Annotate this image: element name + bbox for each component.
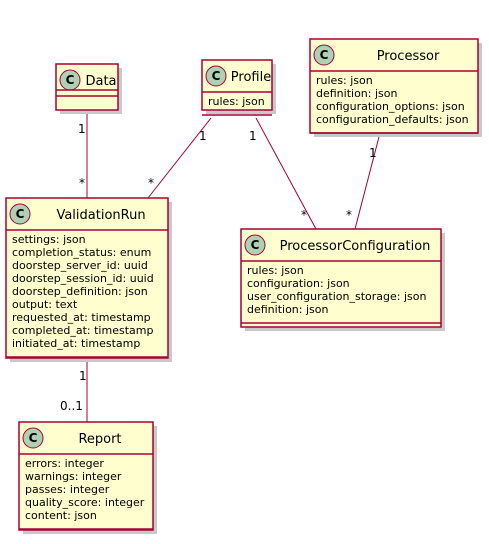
class-box: [5, 197, 169, 359]
class-attribute: content: json: [25, 509, 97, 522]
class-attribute: configuration_options: json: [316, 100, 465, 113]
class-box: [240, 228, 442, 328]
class-marker-letter: C: [251, 238, 260, 252]
class-attribute: definition: json: [247, 303, 328, 316]
class-attribute: settings: json: [12, 233, 86, 246]
multiplicity-label: 1: [249, 129, 257, 143]
class-name: Processor: [377, 49, 440, 64]
class-profile[interactable]: C Profile rules: json: [201, 59, 276, 116]
class-name: ProcessorConfiguration: [280, 239, 431, 254]
association-line: [354, 132, 381, 230]
class-attribute: configuration: json: [247, 277, 350, 290]
association-validationrun-report: 1 0..1: [60, 358, 88, 422]
edges-layer: 1*1*1*1*10..1: [60, 110, 381, 422]
class-attribute: warnings: integer: [25, 470, 122, 483]
class-marker-letter: C: [66, 73, 75, 87]
class-attribute: quality_score: integer: [25, 496, 145, 509]
multiplicity-label: 1: [78, 122, 86, 136]
class-processorconfiguration[interactable]: C ProcessorConfiguration rules: jsonconfig…: [240, 228, 445, 331]
class-attribute: rules: json: [316, 74, 373, 87]
class-marker-letter: C: [29, 431, 38, 445]
class-marker-letter: C: [16, 207, 25, 221]
class-circle-icon: [244, 234, 266, 256]
class-attribute: completion_status: enum: [12, 246, 151, 259]
class-attribute: doorstep_session_id: uuid: [12, 272, 154, 285]
class-attribute: rules: json: [208, 95, 265, 108]
class-circle-icon: [205, 65, 227, 87]
class-attribute: user_configuration_storage: json: [247, 290, 426, 303]
class-attribute: doorstep_definition: json: [12, 285, 148, 298]
association-data-validationrun: 1*: [78, 110, 88, 198]
class-marker-letter: C: [212, 69, 221, 83]
class-attribute: definition: json: [316, 87, 397, 100]
class-attribute: initiated_at: timestamp: [12, 337, 140, 350]
class-validationrun[interactable]: C ValidationRun settings: jsoncompletion_s…: [5, 197, 172, 362]
class-data[interactable]: C Data: [55, 63, 122, 114]
class-attribute: requested_at: timestamp: [12, 311, 151, 324]
multiplicity-label: *: [346, 208, 352, 222]
multiplicity-label: 1: [369, 146, 377, 160]
class-marker-letter: C: [320, 48, 329, 62]
class-circle-icon: [22, 427, 44, 449]
class-attribute: rules: json: [247, 264, 304, 277]
class-attribute: completed_at: timestamp: [12, 324, 153, 337]
class-name: ValidationRun: [56, 208, 145, 223]
association-processor-processorconfiguration: 1*: [346, 132, 381, 230]
class-attribute: output: text: [12, 298, 78, 311]
multiplicity-label: *: [148, 176, 154, 190]
association-line: [255, 117, 317, 230]
association-line: [147, 117, 212, 199]
multiplicity-label: *: [79, 176, 85, 190]
class-box: [309, 38, 479, 134]
class-name: Profile: [231, 70, 271, 85]
class-name: Data: [85, 74, 116, 89]
class-name: Report: [78, 432, 121, 447]
class-attribute: doorstep_server_id: uuid: [12, 259, 148, 272]
multiplicity-label: 1: [199, 129, 207, 143]
association-profile-processorconfiguration: 1*: [249, 117, 317, 230]
class-circle-icon: [9, 203, 31, 225]
class-attribute: configuration_defaults: json: [316, 113, 469, 126]
association-profile-validationrun: 1*: [147, 117, 212, 199]
class-attribute: passes: integer: [25, 483, 110, 496]
multiplicity-label: 1: [79, 369, 87, 383]
class-circle-icon: [313, 44, 335, 66]
class-attribute: errors: integer: [25, 457, 104, 470]
multiplicity-label: 0..1: [60, 399, 83, 413]
multiplicity-label: *: [301, 208, 307, 222]
